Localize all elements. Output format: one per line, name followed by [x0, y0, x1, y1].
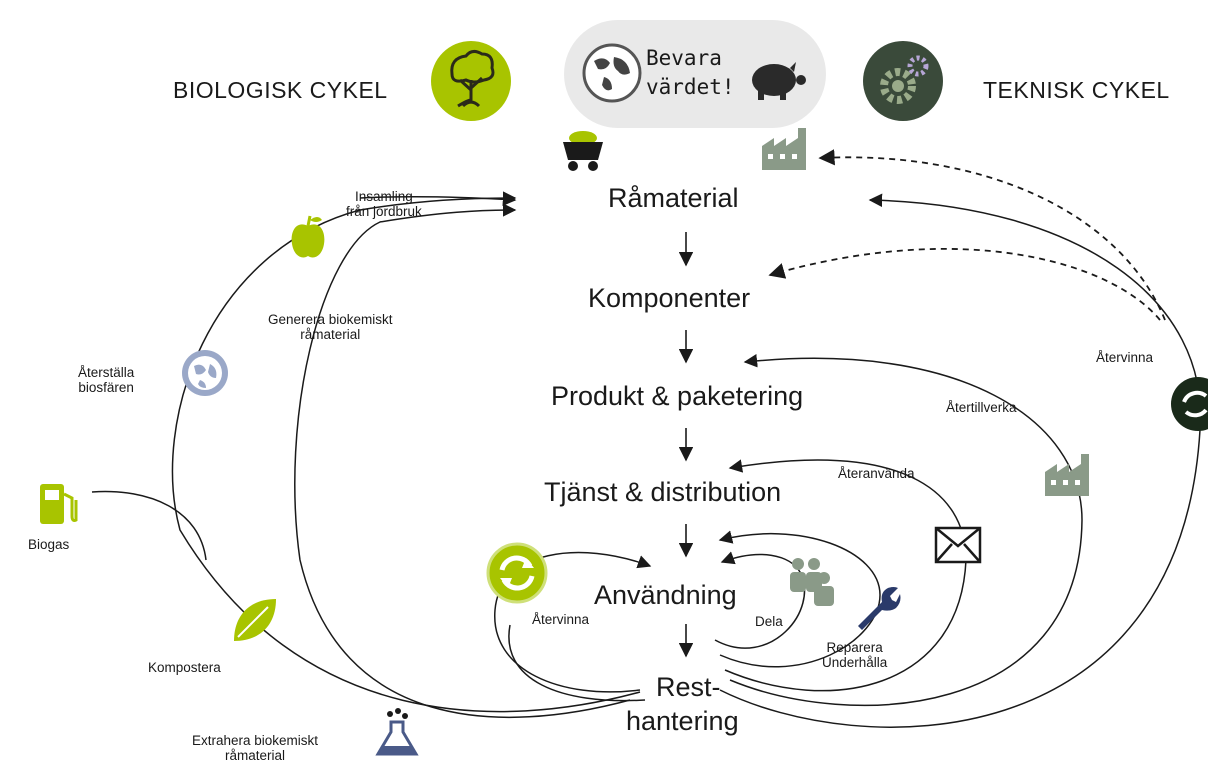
factory-icon — [762, 128, 806, 170]
wrench-icon — [858, 587, 901, 630]
preserve-value-line1: Bevara — [646, 46, 722, 70]
factory-icon — [1045, 454, 1089, 496]
flask-icon — [375, 708, 419, 756]
dashed-loops — [768, 149, 1166, 321]
stage-waste-line1: Rest- — [656, 672, 721, 702]
stage-components: Komponenter — [588, 283, 751, 313]
recycle-icon — [486, 542, 548, 604]
people-icon — [790, 558, 834, 606]
envelope-icon — [934, 526, 982, 564]
stage-waste-line2: hantering — [626, 706, 739, 736]
stage-raw-material: Råmaterial — [608, 183, 739, 213]
stage-product: Produkt & paketering — [551, 381, 804, 411]
label-repair: Reparera Underhålla — [822, 640, 888, 670]
label-restore: Återställa biosfären — [78, 365, 135, 395]
label-recycle-outer: Återvinna — [1096, 350, 1154, 365]
apple-icon — [291, 215, 325, 258]
label-compost: Kompostera — [148, 660, 221, 675]
label-generate: Generera biokemiskt råmaterial — [268, 312, 393, 342]
label-biogas: Biogas — [28, 537, 70, 552]
mine-cart-icon — [563, 131, 603, 171]
globe-restore-icon — [182, 350, 228, 396]
leaf-icon — [234, 599, 276, 641]
stage-usage: Användning — [594, 580, 737, 610]
technical-cycle-title: TEKNISK CYKEL — [983, 77, 1170, 103]
piggy-bank-icon — [752, 62, 806, 100]
label-reuse: Återanvända — [838, 466, 915, 481]
biological-cycle-title: BIOLOGISK CYKEL — [173, 77, 388, 103]
fuel-pump-icon — [40, 484, 78, 524]
label-collection: Insamling från jordbruk — [346, 189, 422, 219]
recycle-icon — [1171, 377, 1208, 431]
tree-icon — [431, 41, 511, 121]
label-remanufacture: Återtillverka — [946, 400, 1017, 415]
globe-icon — [582, 43, 642, 103]
stage-service: Tjänst & distribution — [544, 477, 782, 507]
label-recycle-inner: Återvinna — [532, 612, 590, 627]
biological-loops — [91, 191, 641, 718]
gears-icon — [863, 41, 943, 121]
label-share: Dela — [755, 614, 783, 629]
preserve-value-line2: värdet! — [646, 75, 735, 99]
label-extract: Extrahera biokemiskt råmaterial — [192, 733, 319, 763]
